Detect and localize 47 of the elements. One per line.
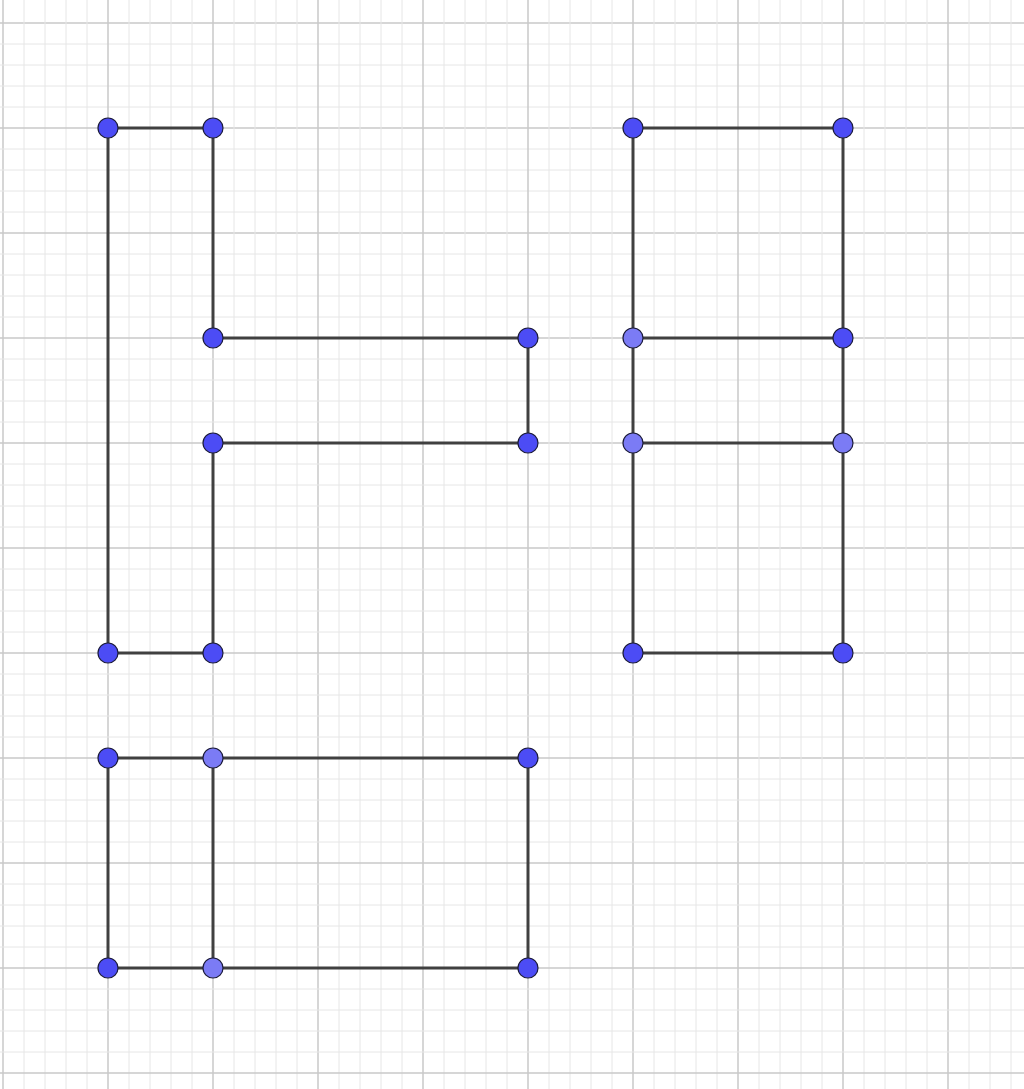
point bbox=[202, 747, 224, 769]
line-segment bbox=[223, 336, 518, 340]
point bbox=[97, 957, 119, 979]
point bbox=[202, 327, 224, 349]
point bbox=[832, 117, 854, 139]
line-segment bbox=[526, 768, 530, 958]
line-segment bbox=[643, 441, 833, 445]
line-segment bbox=[223, 966, 518, 970]
line-segment bbox=[223, 441, 518, 445]
line-segment bbox=[106, 138, 110, 643]
line-segment bbox=[223, 756, 518, 760]
point bbox=[622, 327, 644, 349]
point bbox=[97, 747, 119, 769]
point bbox=[517, 327, 539, 349]
line-segment bbox=[526, 348, 530, 433]
line-segment bbox=[118, 126, 203, 130]
point bbox=[202, 117, 224, 139]
line-segment bbox=[118, 966, 203, 970]
point bbox=[832, 327, 854, 349]
line-segment bbox=[841, 453, 845, 643]
line-segment bbox=[643, 126, 833, 130]
point bbox=[202, 642, 224, 664]
point bbox=[622, 642, 644, 664]
line-segment bbox=[118, 756, 203, 760]
line-segment bbox=[106, 768, 110, 958]
point bbox=[622, 432, 644, 454]
line-segment bbox=[631, 348, 635, 433]
point bbox=[97, 642, 119, 664]
line-segment bbox=[211, 768, 215, 958]
line-segment bbox=[643, 651, 833, 655]
line-segment bbox=[643, 336, 833, 340]
point bbox=[517, 747, 539, 769]
point bbox=[202, 957, 224, 979]
point bbox=[97, 117, 119, 139]
point bbox=[517, 957, 539, 979]
line-segment bbox=[118, 651, 203, 655]
line-segment bbox=[841, 348, 845, 433]
point bbox=[517, 432, 539, 454]
line-segment bbox=[211, 138, 215, 328]
line-segment bbox=[211, 453, 215, 643]
point bbox=[622, 117, 644, 139]
line-segment bbox=[631, 138, 635, 328]
line-segment bbox=[631, 453, 635, 643]
line-segment bbox=[841, 138, 845, 328]
point bbox=[202, 432, 224, 454]
point bbox=[832, 642, 854, 664]
point bbox=[832, 432, 854, 454]
